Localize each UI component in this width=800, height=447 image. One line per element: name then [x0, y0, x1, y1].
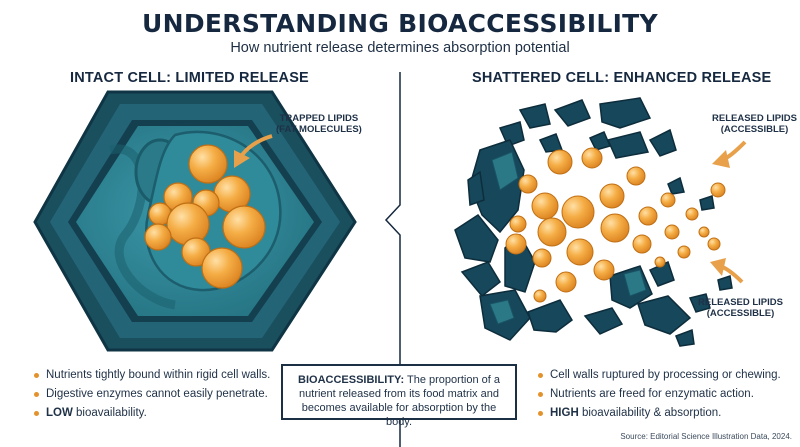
released-lipids-callout-top: RELEASED LIPIDS (ACCESSIBLE): [712, 113, 797, 135]
list-item: Nutrients tightly bound within rigid cel…: [34, 366, 270, 385]
released-lipids-callout-bottom: RELEASED LIPIDS (ACCESSIBLE): [698, 297, 783, 319]
trapped-lipids: [144, 144, 266, 289]
definition-term: BIOACCESSIBILITY:: [298, 374, 405, 386]
page-subtitle: How nutrient release determines absorpti…: [230, 40, 570, 56]
arrow-icon: [234, 150, 250, 168]
source-note: Source: Editorial Science Illustration D…: [620, 432, 792, 441]
definition-box: BIOACCESSIBILITY: The proportion of a nu…: [281, 364, 517, 428]
emphasis-low: LOW: [46, 407, 73, 419]
list-item: HIGH bioavailability & absorption.: [538, 404, 781, 423]
shattered-cell: [454, 97, 747, 347]
definition-text: The proportion of a nutrient released fr…: [299, 374, 500, 428]
shattered-cell-bullets: Cell walls ruptured by processing or che…: [538, 366, 781, 423]
list-item: Nutrients are freed for enzymatic action…: [538, 385, 781, 404]
page-title: UNDERSTANDING BIOACCESSIBILITY: [142, 9, 658, 38]
intact-cell: [33, 90, 357, 352]
intact-cell-title: INTACT CELL: LIMITED RELEASE: [70, 70, 309, 86]
trapped-lipids-callout: TRAPPED LIPIDS (FAT MOLECULES): [276, 113, 362, 135]
arrow-icon: [712, 150, 730, 168]
released-lipids: [505, 147, 726, 303]
shattered-cell-title: SHATTERED CELL: ENHANCED RELEASE: [472, 70, 772, 86]
list-item: Digestive enzymes cannot easily penetrat…: [34, 385, 270, 404]
arrow-icon: [710, 258, 726, 276]
emphasis-high: HIGH: [550, 407, 579, 419]
list-item: Cell walls ruptured by processing or che…: [538, 366, 781, 385]
intact-cell-bullets: Nutrients tightly bound within rigid cel…: [34, 366, 270, 423]
list-item: LOW bioavailability.: [34, 404, 270, 423]
